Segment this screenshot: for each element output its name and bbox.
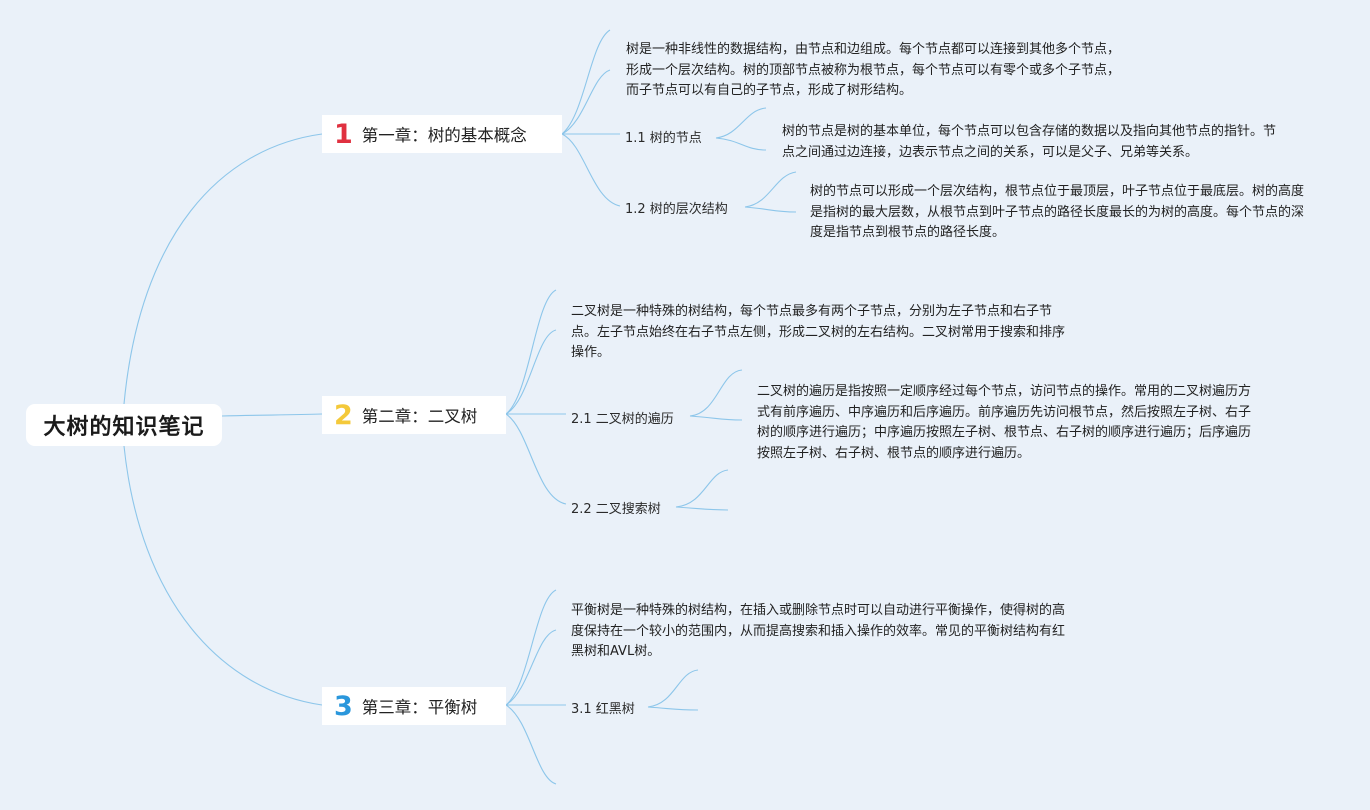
edge-sub21-top (689, 369, 743, 417)
edge-sub31-bot (647, 706, 699, 711)
subtopic-1-1-description: 树的节点是树的基本单位，每个节点可以包含存储的数据以及指向其他节点的指针。节点之… (782, 124, 1277, 160)
subtopic-2-2[interactable]: 2.2 二叉搜索树 (571, 502, 661, 517)
edge-ch1-desc-top (561, 29, 611, 135)
edge-ch2-desc-top (505, 289, 557, 415)
chapter-node-1[interactable]: 1 第一章：树的基本概念 (322, 115, 562, 153)
edge-ch2-sub2 (505, 413, 567, 505)
chapter-number-2: 2 (334, 399, 353, 431)
chapter-number-1: 1 (334, 118, 353, 150)
subtopic-3-1[interactable]: 3.1 红黑树 (571, 702, 635, 717)
edge-sub12-bot (744, 206, 797, 213)
subtopic-1-1[interactable]: 1.1 树的节点 (625, 131, 702, 146)
edge-sub11-top (715, 107, 767, 139)
edge-ch2-desc-bot (505, 329, 557, 415)
edge-root-ch1 (123, 133, 323, 405)
edge-sub31-top (647, 669, 699, 708)
subtopic-1-2-description: 树的节点可以形成一个层次结构，根节点位于最顶层，叶子节点位于最底层。树的高度是指… (810, 184, 1305, 240)
chapter-3-description: 平衡树是一种特殊的树结构，在插入或删除节点时可以自动进行平衡操作，使得树的高度保… (571, 603, 1066, 659)
subtopic-1-2[interactable]: 1.2 树的层次结构 (625, 202, 728, 217)
edge-sub22-top (675, 469, 729, 508)
edge-root-ch2 (221, 413, 323, 417)
root-node[interactable]: 大树的知识笔记 (26, 404, 222, 446)
edge-ch1-desc-bot (561, 69, 611, 135)
root-title: 大树的知识笔记 (43, 415, 205, 440)
edge-ch3-desc-bot (505, 629, 557, 706)
chapter-2-description: 二叉树是一种特殊的树结构，每个节点最多有两个子节点，分别为左子节点和右子节点。左… (571, 304, 1066, 360)
subtopic-2-1-description: 二叉树的遍历是指按照一定顺序经过每个节点，访问节点的操作。常用的二叉树遍历方式有… (757, 384, 1252, 461)
chapter-1-description: 树是一种非线性的数据结构，由节点和边组成。每个节点都可以连接到其他多个节点，形成… (626, 42, 1121, 98)
edge-ch3-desc-top (505, 589, 557, 706)
chapter-node-2[interactable]: 2 第二章：二叉树 (322, 396, 506, 434)
edge-ch3-empty (505, 704, 557, 785)
edge-root-ch3 (123, 445, 323, 706)
edge-sub21-bot (689, 415, 743, 421)
chapter-title-3: 第三章：平衡树 (361, 698, 478, 717)
chapter-title-2: 第二章：二叉树 (361, 407, 478, 426)
edge-sub22-bot (675, 506, 729, 511)
edge-sub12-top (744, 171, 797, 208)
chapter-title-1: 第一章：树的基本概念 (361, 126, 527, 145)
edge-ch1-sub2 (561, 133, 621, 207)
chapter-number-3: 3 (334, 690, 353, 722)
subtopic-2-1[interactable]: 2.1 二叉树的遍历 (571, 412, 674, 427)
edge-sub11-bot (715, 137, 767, 151)
chapter-node-3[interactable]: 3 第三章：平衡树 (322, 687, 506, 725)
